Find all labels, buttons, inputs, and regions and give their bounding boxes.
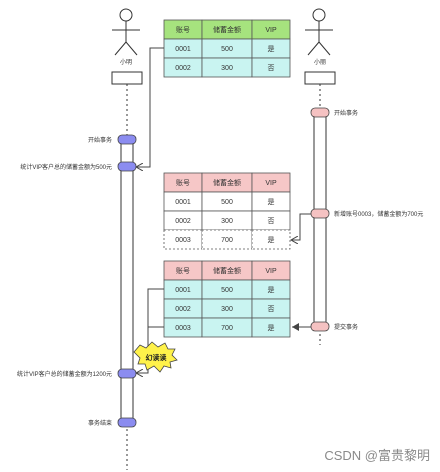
table-cell-text: 300	[221, 218, 233, 225]
table-cell-text: 否	[268, 64, 275, 72]
left-actor-box	[111, 71, 143, 85]
left-actor-name: 小明	[120, 58, 132, 66]
right-insert-label: 新增账号0003，储蓄金额为700元	[334, 210, 423, 218]
right-commit-marker	[310, 321, 330, 332]
table-header-text: 账号	[176, 178, 190, 187]
table-cell-text: 0002	[175, 218, 191, 225]
phantom-read-callout: 幻读读	[133, 341, 178, 373]
table-cell-text: 500	[221, 46, 233, 53]
right-begin-marker	[310, 107, 330, 118]
table-cell-text: 是	[268, 198, 275, 206]
watermark: CSDN @富贵黎明	[324, 448, 430, 463]
table-cell	[251, 57, 291, 78]
table-header-text: 账号	[176, 266, 190, 275]
table-cell	[201, 229, 253, 250]
right-insert-marker	[310, 208, 330, 219]
table-cell-text: 0001	[175, 199, 191, 206]
left-actor-icon	[112, 8, 140, 56]
right-begin-label: 开始事务	[334, 109, 358, 117]
left-begin-marker	[117, 134, 137, 145]
table-cell-text: 0003	[175, 237, 191, 244]
accounts-table-after-insert: 账号 储蓄金额 VIP 0001 500 是 0002 300 否 0003 700 是	[163, 172, 291, 250]
left-begin-label: 开始事务	[88, 136, 112, 144]
table-cell	[163, 229, 203, 250]
phantom-read-label: 幻读读	[146, 353, 167, 362]
table-header-text: 储蓄金额	[213, 266, 241, 275]
right-actor-box	[304, 71, 336, 85]
accounts-table-after-commit: 账号 储蓄金额 VIP 0001 500 是 0002 300 否 0003 700 是	[163, 260, 291, 338]
table-cell-text: 0001	[175, 287, 191, 294]
table-cell-text: 0003	[175, 325, 191, 332]
table-cell-text: 是	[268, 324, 275, 332]
left-query1-label: 统计VIP客户总的储蓄金额为500元	[20, 163, 112, 171]
table-header-text: VIP	[265, 268, 277, 275]
right-actor-name: 小丽	[314, 58, 326, 66]
left-query2-marker	[117, 368, 137, 379]
table-cell-text: 是	[268, 236, 275, 244]
left-actor: 小明	[111, 8, 143, 85]
left-query2-label: 统计VIP客户总的储蓄金额为1200元	[17, 370, 112, 378]
table-header-text: VIP	[265, 180, 277, 187]
left-end-marker	[117, 417, 137, 428]
query2-connector	[136, 288, 164, 373]
table-cell	[251, 229, 291, 250]
table-cell-text: 500	[221, 287, 233, 294]
table-cell-text: 否	[268, 217, 275, 225]
table-cell-text: 是	[268, 286, 275, 294]
left-activation-bar	[120, 139, 134, 423]
insert-connector	[291, 213, 313, 240]
table-cell	[251, 317, 291, 338]
table-cell-text: 0002	[175, 65, 191, 72]
left-end-label: 事务结束	[88, 419, 112, 427]
table-header-text: 储蓄金额	[213, 178, 241, 187]
right-commit-label: 提交事务	[334, 323, 358, 331]
table-cell-text: 300	[221, 65, 233, 72]
table-header-text: 账号	[176, 25, 190, 34]
left-query1-marker	[117, 161, 137, 172]
table-cell-text: 0001	[175, 46, 191, 53]
table-cell-text: 300	[221, 306, 233, 313]
accounts-table-initial: 账号 储蓄金额 VIP 0001 500 是 0002 300 否	[163, 19, 291, 78]
table-cell-text: 否	[268, 305, 275, 313]
table-cell-text: 700	[221, 325, 233, 332]
right-actor-icon	[305, 8, 333, 56]
table-header-text: 储蓄金额	[213, 25, 241, 34]
right-activation-bar	[313, 111, 327, 328]
phantom-read-burst	[133, 341, 178, 373]
table-cell-text: 500	[221, 199, 233, 206]
table-cell-text: 700	[221, 237, 233, 244]
table-header-text: VIP	[265, 27, 277, 34]
query1-connector	[136, 47, 164, 167]
table-cell-text: 是	[268, 45, 275, 53]
table-cell-text: 0002	[175, 306, 191, 313]
right-actor: 小丽	[304, 8, 336, 85]
